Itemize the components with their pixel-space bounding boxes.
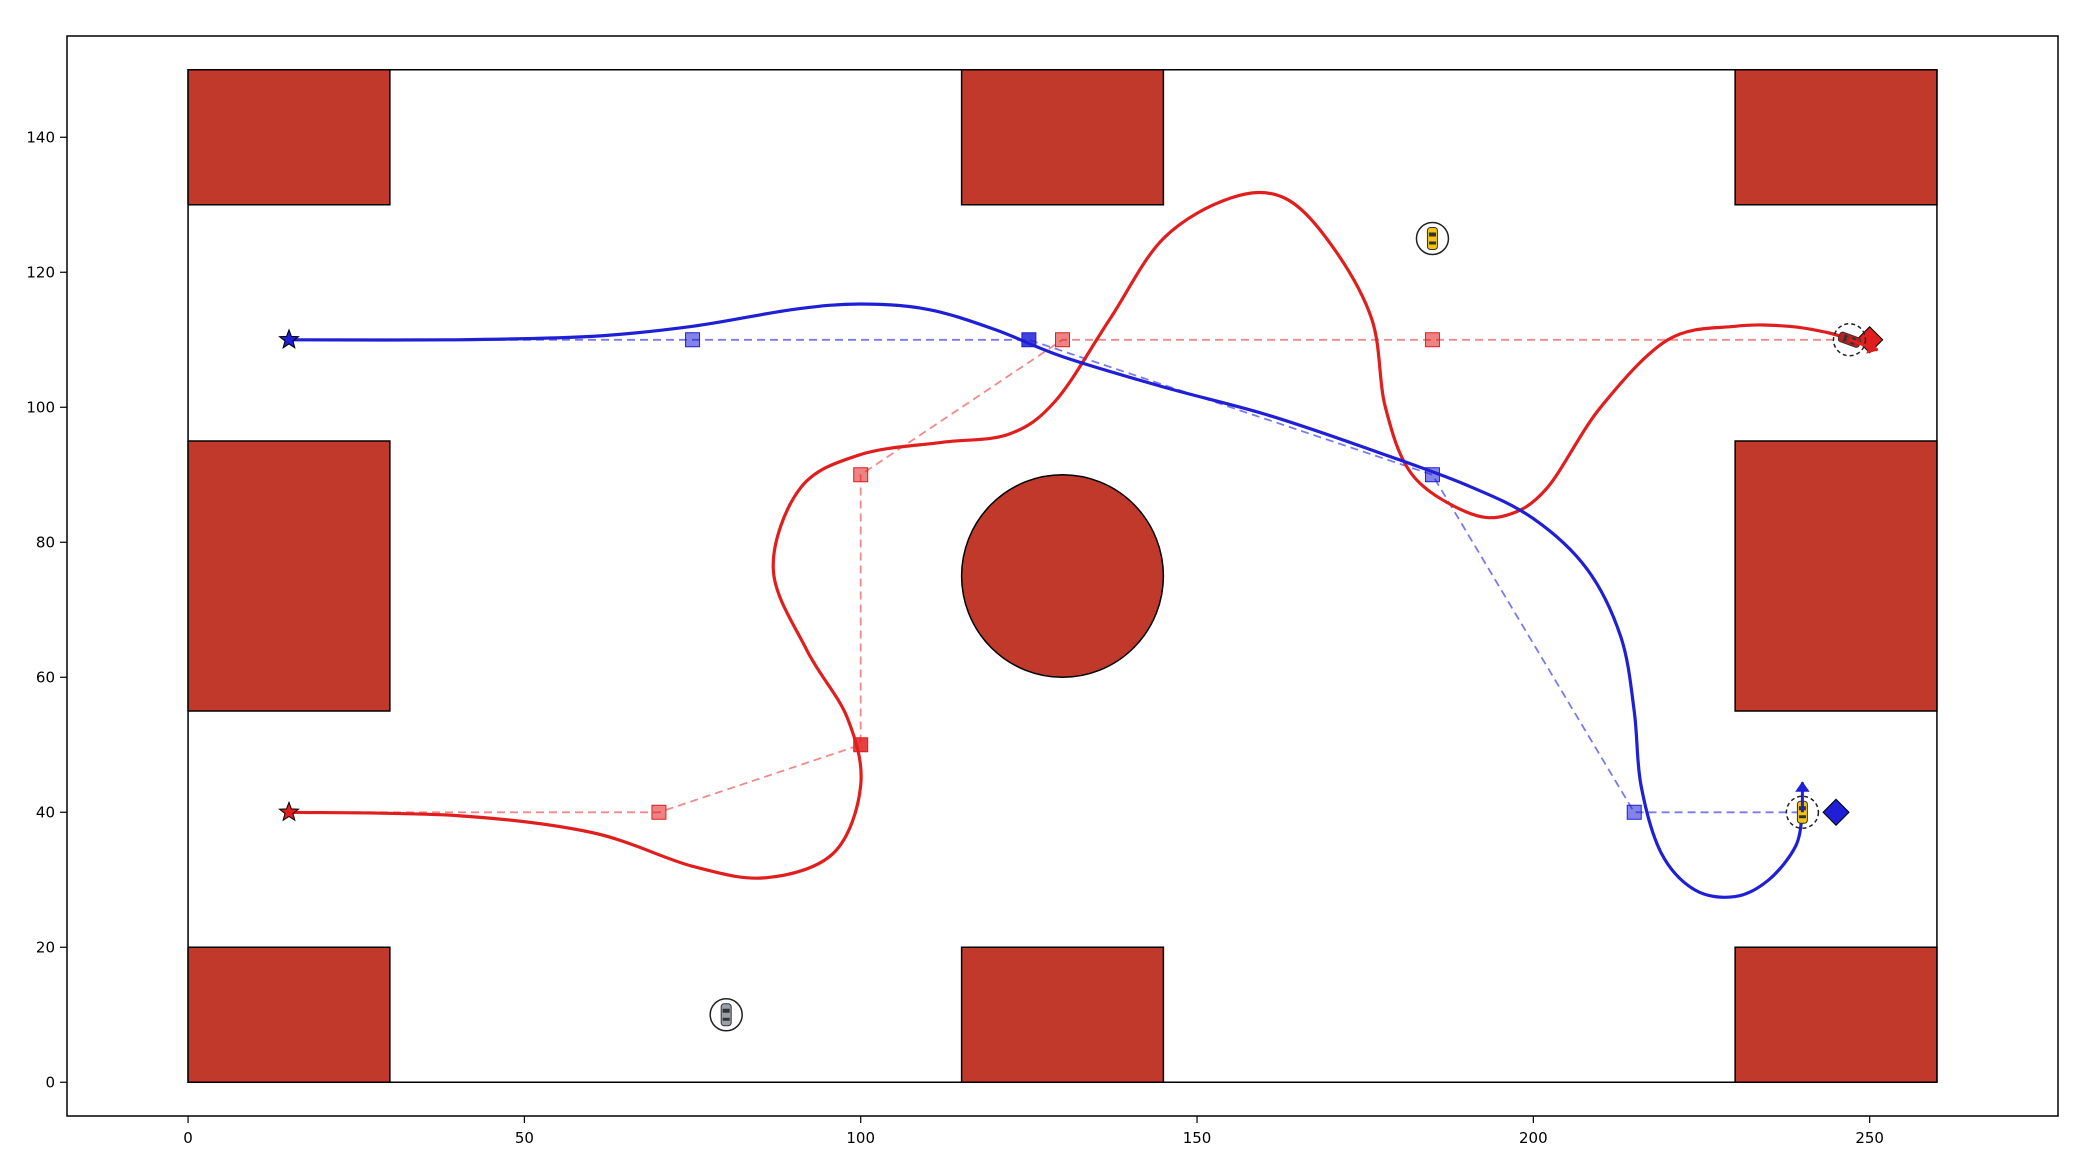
obstacle-vehicle-body <box>720 1003 732 1027</box>
obstacle-rect <box>960 946 1165 1083</box>
red-start-star <box>278 800 300 822</box>
obstacle-rect <box>187 440 391 712</box>
red-waypoint <box>1424 332 1440 348</box>
red-trajectory <box>287 190 1852 880</box>
blue-trajectory <box>287 302 1804 899</box>
red-heading-arrow-head <box>1866 339 1879 354</box>
x-tick-label: 0 <box>183 1129 193 1147</box>
y-tick-label: 80 <box>36 533 55 551</box>
y-tick-label: 60 <box>36 668 55 686</box>
obstacle-vehicle-windshield <box>1428 232 1436 237</box>
x-tick-label: 200 <box>1519 1129 1548 1147</box>
red-waypoint <box>651 804 667 820</box>
obstacle-rect <box>1734 440 1938 712</box>
obstacle-rect <box>960 69 1165 206</box>
x-tick-label: 100 <box>846 1129 875 1147</box>
blue-waypoint <box>1626 804 1642 820</box>
obstacle-rect <box>187 69 391 206</box>
obstacle-vehicle-windshield <box>722 1008 730 1013</box>
paths-layer <box>287 190 1852 899</box>
ticks-layer: 0 50 100 150 200 250 0 20 40 60 80 100 120 140 <box>26 128 1884 1147</box>
y-tick-label: 40 <box>36 803 55 821</box>
y-tick-label: 100 <box>26 398 55 416</box>
obstacle-circle <box>960 474 1165 678</box>
obstacle-vehicle-ring <box>709 998 743 1032</box>
obstacle-vehicle-rear-window <box>722 1017 730 1021</box>
obstacle-rect <box>1734 946 1938 1083</box>
axes-frame <box>66 35 2059 1117</box>
obstacle-vehicle-ring <box>1415 221 1450 256</box>
blue-start-star <box>278 328 300 349</box>
markers-layer <box>278 221 1884 1032</box>
y-tick-label: 0 <box>45 1073 55 1091</box>
red-robot-car-ring <box>1832 323 1867 357</box>
y-tick-label: 20 <box>36 938 55 956</box>
x-tick-label: 250 <box>1855 1129 1884 1147</box>
blue-waypoint-line <box>289 338 1803 814</box>
red-waypoint <box>853 737 869 753</box>
blue-waypoint <box>1424 467 1440 483</box>
red-waypoint <box>853 467 869 483</box>
obstacle-rect <box>187 946 391 1083</box>
red-waypoint <box>1055 332 1070 348</box>
obstacles-layer <box>187 69 1938 1083</box>
blue-robot-car-rear-window <box>1798 815 1806 819</box>
blue-waypoint <box>685 332 701 348</box>
y-tick-label: 140 <box>26 128 55 146</box>
obstacle-rect <box>1734 69 1938 206</box>
blue-waypoint <box>1021 332 1037 348</box>
x-tick-label: 150 <box>1183 1129 1212 1147</box>
obstacle-vehicle <box>1426 227 1438 250</box>
blue-goal-diamond <box>1822 798 1850 826</box>
obstacle-vehicle <box>720 1003 732 1027</box>
obstacle-vehicle-body <box>1426 227 1438 250</box>
obstacle-vehicle-rear-window <box>1428 241 1436 245</box>
x-tick-label: 50 <box>515 1129 534 1147</box>
blue-heading-arrow-head <box>1795 781 1810 792</box>
red-robot-car-rear-window <box>1842 334 1848 343</box>
blue-robot-car-ring <box>1785 795 1820 829</box>
y-tick-label: 120 <box>26 263 55 281</box>
